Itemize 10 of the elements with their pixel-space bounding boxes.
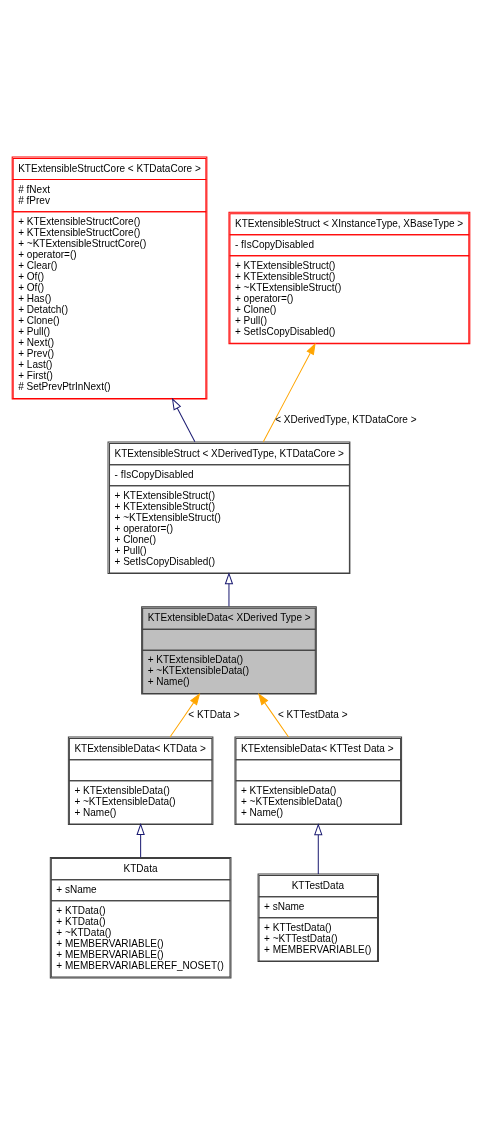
arrow [262,343,316,443]
edge-label: < XDerivedType, KTDataCore > [275,413,417,425]
arrow [258,693,290,738]
arrow [136,823,145,858]
arrow [224,573,233,607]
edge-label: < KTData > [188,709,240,721]
arrow [169,693,200,738]
arrow [314,824,323,875]
arrow [172,398,196,443]
edge-label: < KTTestData > [277,709,348,721]
